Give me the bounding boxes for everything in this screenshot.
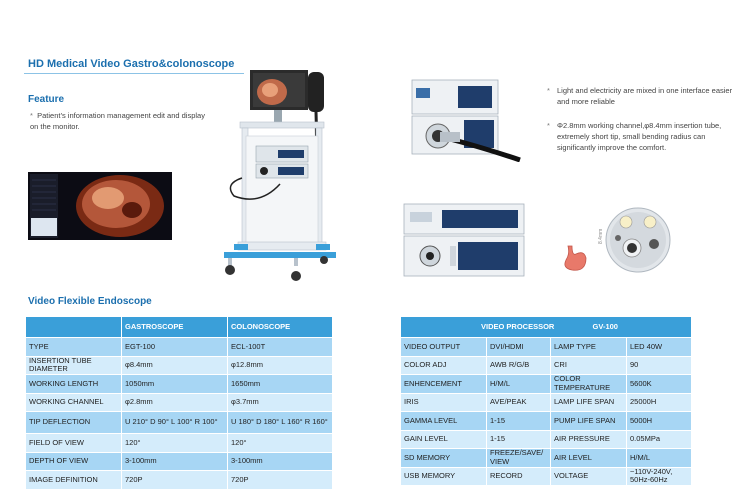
- header-cell: VIDEO PROCESSOR GV-100: [400, 316, 692, 338]
- spec-label: AIR PRESSURE: [550, 429, 627, 449]
- spec-value: U 180° D 180° L 160° R 160°: [227, 411, 333, 434]
- spec-label: FIELD OF VIEW: [25, 433, 122, 453]
- spec-value: φ8.4mm: [121, 355, 228, 375]
- spec-label: LAMP LIFE SPAN: [550, 392, 627, 412]
- spec-value: 1-15: [486, 411, 551, 431]
- spec-value: AWB R/G/B: [486, 355, 551, 375]
- header-cell: [25, 316, 122, 338]
- scope-section-heading: Video Flexible Endoscope: [28, 296, 152, 307]
- spec-value: ~110V-240V, 50Hz-60Hz: [626, 466, 692, 486]
- spec-label: WORKING CHANNEL: [25, 392, 122, 412]
- spec-value: φ2.8mm: [121, 392, 228, 412]
- spec-value: 720P: [121, 470, 228, 490]
- spec-value: U 210° D 90° L 100° R 100°: [121, 411, 228, 434]
- bullet-star-icon: *: [547, 121, 550, 130]
- video-processor-image: [403, 203, 525, 277]
- spec-label: DEPTH OF VIEW: [25, 451, 122, 471]
- endoscope-trolley-image: [224, 70, 336, 281]
- processor-header-model: GV-100: [592, 321, 618, 331]
- spec-value: H/M/L: [626, 448, 692, 468]
- spec-value: 120°: [121, 433, 228, 453]
- spec-label: USB MEMORY: [400, 466, 487, 486]
- spec-label: IRIS: [400, 392, 487, 412]
- header-cell: GASTROSCOPE: [121, 316, 228, 338]
- spec-label: ENHENCEMENT: [400, 374, 487, 394]
- spec-value: 120°: [227, 433, 333, 453]
- spec-value: RECORD: [486, 466, 551, 486]
- stomach-image: [564, 245, 587, 271]
- spec-label: SD MEMORY: [400, 448, 487, 468]
- spec-value: 25000H: [626, 392, 692, 412]
- spec-label: COLOR ADJ: [400, 355, 487, 375]
- bullet-2: * Φ2.8mm working channel,φ8.4mm insertio…: [547, 121, 722, 152]
- spec-value: 5000H: [626, 411, 692, 431]
- table-header-row: GASTROSCOPE COLONOSCOPE: [25, 316, 333, 338]
- bullet-star-icon: *: [547, 86, 550, 95]
- spec-label: CRI: [550, 355, 627, 375]
- spec-value: ECL-100T: [227, 337, 333, 357]
- spec-label: AIR LEVEL: [550, 448, 627, 468]
- header-cell: COLONOSCOPE: [227, 316, 333, 338]
- spec-value: 720P: [227, 470, 333, 490]
- spec-value: 1650mm: [227, 374, 333, 394]
- spec-label: GAMMA LEVEL: [400, 411, 487, 431]
- spec-value: LED 40W: [626, 337, 692, 357]
- scope-tip-image: 8.4mm: [598, 207, 671, 273]
- bullet-star-icon: *: [30, 111, 38, 120]
- page-title: HD Medical Video Gastro&colonoscope: [28, 58, 235, 70]
- spec-label: TYPE: [25, 337, 122, 357]
- light-source-image: [411, 79, 521, 162]
- processor-header-label: VIDEO PROCESSOR: [481, 321, 555, 331]
- spec-value: FREEZE/SAVE/ VIEW: [486, 448, 551, 468]
- monitor-screen-image: [28, 172, 172, 240]
- spec-label: INSERTION TUBE DIAMETER: [25, 355, 122, 375]
- spec-label: GAIN LEVEL: [400, 429, 487, 449]
- spec-label: IMAGE DEFINITION: [25, 470, 122, 490]
- spec-value: EGT-100: [121, 337, 228, 357]
- spec-value: H/M/L: [486, 374, 551, 394]
- spec-label: TIP DEFLECTION: [25, 411, 122, 434]
- spec-value: 3-100mm: [227, 451, 333, 471]
- spec-value: φ12.8mm: [227, 355, 333, 375]
- feature-text: * Patient’s information management edit …: [30, 111, 205, 131]
- spec-value: 5600K: [626, 374, 692, 394]
- spec-value: 1-15: [486, 429, 551, 449]
- title-underline: [24, 73, 244, 74]
- svg-text:8.4mm: 8.4mm: [598, 229, 604, 244]
- spec-label: LAMP TYPE: [550, 337, 627, 357]
- spec-value: φ3.7mm: [227, 392, 333, 412]
- spec-value: 1050mm: [121, 374, 228, 394]
- spec-value: 90: [626, 355, 692, 375]
- spec-label: PUMP LIFE SPAN: [550, 411, 627, 431]
- spec-label: VIDEO OUTPUT: [400, 337, 487, 357]
- spec-label: WORKING LENGTH: [25, 374, 122, 394]
- spec-value: 0.05MPa: [626, 429, 692, 449]
- spec-value: AVE/PEAK: [486, 392, 551, 412]
- bullet-1: * Light and electricity are mixed in one…: [547, 86, 733, 106]
- spec-value: 3-100mm: [121, 451, 228, 471]
- spec-label: COLOR TEMPERATURE: [550, 374, 627, 394]
- feature-heading: Feature: [28, 94, 65, 105]
- spec-value: DVI/HDMI: [486, 337, 551, 357]
- spec-label: VOLTAGE: [550, 466, 627, 486]
- table-header-row: VIDEO PROCESSOR GV-100: [400, 316, 692, 338]
